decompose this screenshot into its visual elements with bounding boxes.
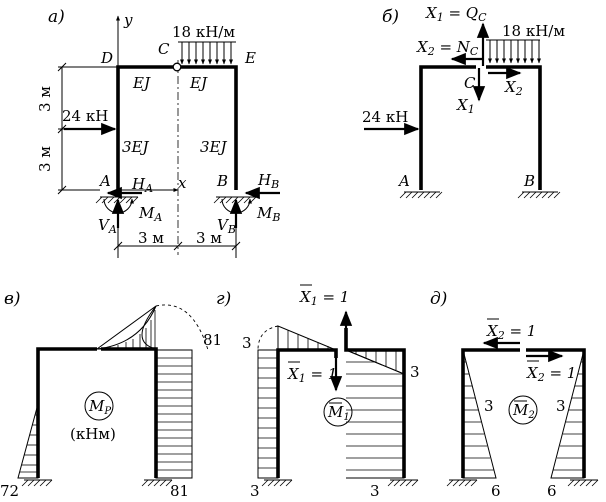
x1-equation: X1 = QC	[425, 4, 487, 24]
panel-a-tag: а)	[48, 7, 65, 27]
col-left-stiffness: 3EJ	[122, 138, 149, 156]
panel-v-tag: в)	[4, 289, 21, 309]
supports-d	[446, 479, 599, 487]
dim-right-label: 3 м	[196, 229, 222, 247]
node-d-label: D	[100, 49, 113, 67]
hinge-c	[172, 62, 182, 72]
load-q-label: 18 кН/м	[172, 23, 235, 41]
ma-label: MA	[138, 204, 162, 224]
frame-b-right	[486, 65, 542, 190]
y-axis-label: y	[123, 11, 133, 29]
mp-val-72: 72	[0, 482, 19, 500]
x2-mid-label: X2 = 1	[526, 364, 576, 384]
panel-b: б)	[362, 4, 565, 199]
vertical-dimensions	[57, 62, 118, 195]
panel-v: в)	[0, 289, 222, 500]
m1-val-3-bl: 3	[250, 482, 260, 500]
m2-label-circle	[508, 395, 538, 425]
m2-val-3-r: 3	[556, 397, 566, 415]
horizontal-dimensions	[113, 225, 241, 258]
dim-upper-label: 3 м	[36, 86, 54, 112]
beam-left-stiffness: EJ	[132, 74, 151, 92]
va-label: VA	[98, 216, 117, 236]
m2-val-3-l: 3	[484, 397, 494, 415]
x2-top-label: X2 = 1	[486, 322, 536, 342]
supports-b	[399, 191, 561, 199]
mp-val-81-bottom: 81	[170, 482, 189, 500]
node-b-label: B	[216, 172, 228, 190]
x1-mid-label: X1 = 1	[287, 365, 337, 385]
x2-label-b: X2	[504, 78, 523, 98]
node-a-label: A	[98, 172, 111, 190]
panel-g-tag: г)	[216, 289, 231, 309]
vb-label: VB	[217, 216, 236, 236]
mp-diagram	[17, 304, 209, 479]
m2-val-6-l: 6	[491, 482, 501, 500]
panel-d: д)	[430, 289, 599, 500]
col-right-stiffness: 3EJ	[200, 138, 227, 156]
mp-units: (кНм)	[70, 425, 116, 443]
distributed-load-a	[178, 41, 236, 65]
node-e-label: E	[244, 49, 256, 67]
m1-val-3-br: 3	[370, 482, 380, 500]
frame-v-left	[36, 347, 97, 478]
dim-left-label: 3 м	[138, 229, 164, 247]
dim-lower-label: 3 м	[36, 146, 54, 172]
x-axis-label: x	[178, 174, 187, 192]
frame-v-right	[101, 347, 158, 478]
ha-label: HA	[131, 175, 153, 195]
supports-g	[261, 479, 419, 487]
frame-b-left	[419, 65, 476, 190]
force-24-label: 24 кН	[62, 107, 108, 125]
frame-g-left	[276, 348, 338, 478]
frame-g-right	[344, 328, 406, 478]
supports-v	[21, 479, 173, 487]
x1-top-label: X1 = 1	[299, 288, 349, 308]
mb-label: MB	[256, 204, 280, 224]
node-c-label-b: C	[464, 74, 476, 92]
support-a-reactions	[95, 186, 142, 228]
panel-g: г)	[216, 284, 420, 500]
mp-val-81-top: 81	[203, 331, 222, 349]
node-c-label: C	[158, 40, 170, 58]
node-b-label-b: B	[523, 172, 535, 190]
m1-val-3-r: 3	[410, 363, 420, 381]
hb-label: HB	[257, 171, 279, 191]
panel-a: а) y x 18 кН/м D C E A B EJ	[36, 7, 280, 258]
beam-right-stiffness: EJ	[189, 74, 208, 92]
m1-label-circle	[323, 397, 353, 427]
node-a-label-b: A	[397, 172, 410, 190]
frame-d-right	[526, 348, 586, 478]
mp-label-circle	[84, 391, 114, 421]
panel-b-tag: б)	[382, 7, 399, 27]
panel-d-tag: д)	[430, 289, 447, 309]
load-q-label-b: 18 кН/м	[502, 22, 565, 40]
frame-d-left	[461, 348, 520, 478]
m1-val-3-tl: 3	[242, 334, 252, 352]
force-24-label-b: 24 кН	[362, 108, 408, 126]
m2-val-6-r: 6	[547, 482, 557, 500]
mp-label: MP	[88, 397, 111, 417]
x1-label-b: X1	[456, 96, 475, 116]
distributed-load-b	[486, 39, 541, 64]
x2-equation: X2 = NC	[416, 38, 479, 58]
m1-label: M1	[327, 403, 350, 423]
support-b-reactions	[213, 186, 280, 228]
m2-label: M2	[512, 401, 535, 421]
